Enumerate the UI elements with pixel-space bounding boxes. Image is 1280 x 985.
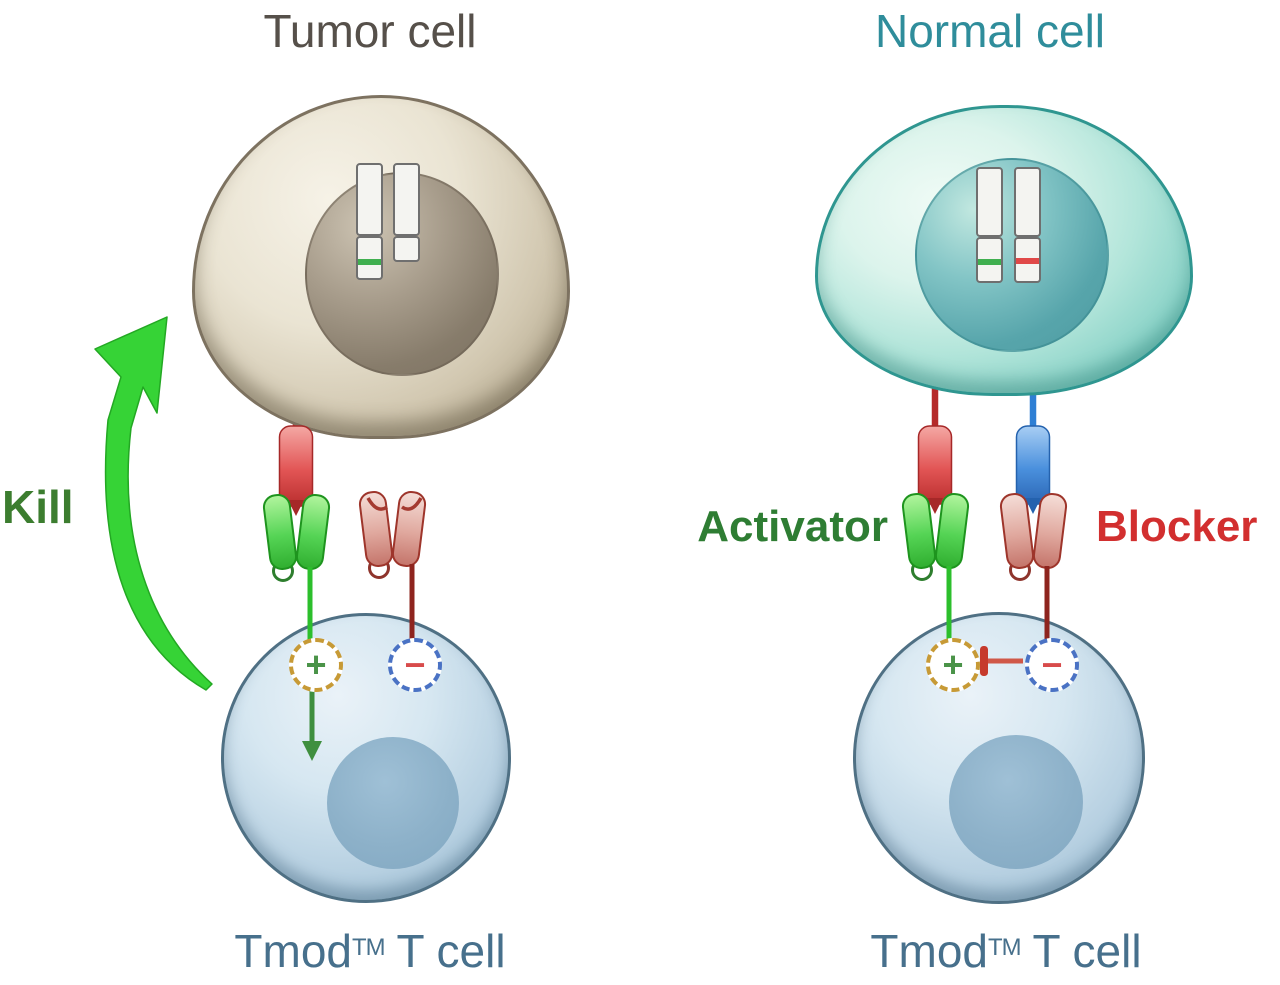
tmod-t-cell-left-nucleus	[327, 737, 459, 869]
normal-activator-antigen	[917, 425, 953, 514]
negative-signal-badge-right: −	[1025, 638, 1079, 692]
minus-sign: −	[1041, 644, 1063, 685]
tmod-suffix: T cell	[1020, 925, 1142, 977]
activator-label: Activator	[697, 502, 888, 551]
activation-arrow	[302, 686, 322, 761]
normal-cell-title: Normal cell	[874, 5, 1106, 57]
normal-chromosome-1-bottom-activator-band	[976, 237, 1003, 283]
activator-receptor-right	[901, 493, 970, 640]
blocker-receptor-left-unbound	[358, 491, 427, 640]
tumor-chromosome-2-top	[393, 163, 420, 236]
activator-receptor-left	[262, 494, 331, 640]
blocker-label: Blocker	[1096, 502, 1258, 551]
trademark-superscript: TM	[352, 934, 386, 962]
tumor-chromosome-1-top	[356, 163, 383, 236]
activator-gene-band	[358, 259, 381, 265]
normal-blocker-antigen	[1015, 425, 1051, 514]
kill-arrow	[94, 316, 213, 691]
plus-sign: +	[305, 644, 327, 685]
tumor-cell-title: Tumor cell	[263, 5, 477, 57]
positive-signal-badge-left: +	[289, 638, 343, 692]
tmod-t-cell-right-nucleus	[949, 735, 1083, 869]
normal-chromosome-2-bottom-blocker-band	[1014, 237, 1041, 283]
kill-label: Kill	[2, 481, 74, 533]
positive-signal-badge-right: +	[926, 638, 980, 692]
tmod-t-cell-label-right: TmodTM T cell	[806, 924, 1206, 978]
negative-signal-badge-left: −	[388, 638, 442, 692]
activator-gene-band	[978, 259, 1001, 265]
tmod-suffix: T cell	[384, 925, 506, 977]
tmod-prefix: Tmod	[234, 925, 353, 977]
tumor-activator-antigen	[278, 425, 314, 516]
plus-sign: +	[942, 644, 964, 685]
blocker-receptor-right	[999, 493, 1068, 640]
blocker-gene-band	[1016, 258, 1039, 264]
tumor-chromosome-1-bottom-activator-band	[356, 236, 383, 280]
normal-cell-nucleus	[915, 158, 1109, 352]
inhibition-symbol	[980, 646, 1023, 676]
trademark-superscript: TM	[988, 934, 1022, 962]
normal-chromosome-2-top	[1014, 167, 1041, 237]
normal-chromosome-1-top	[976, 167, 1003, 237]
tmod-prefix: Tmod	[870, 925, 989, 977]
minus-sign: −	[404, 644, 426, 685]
tmod-t-cell-label-left: TmodTM T cell	[170, 924, 570, 978]
tumor-chromosome-2-bottom-deleted	[393, 236, 420, 262]
